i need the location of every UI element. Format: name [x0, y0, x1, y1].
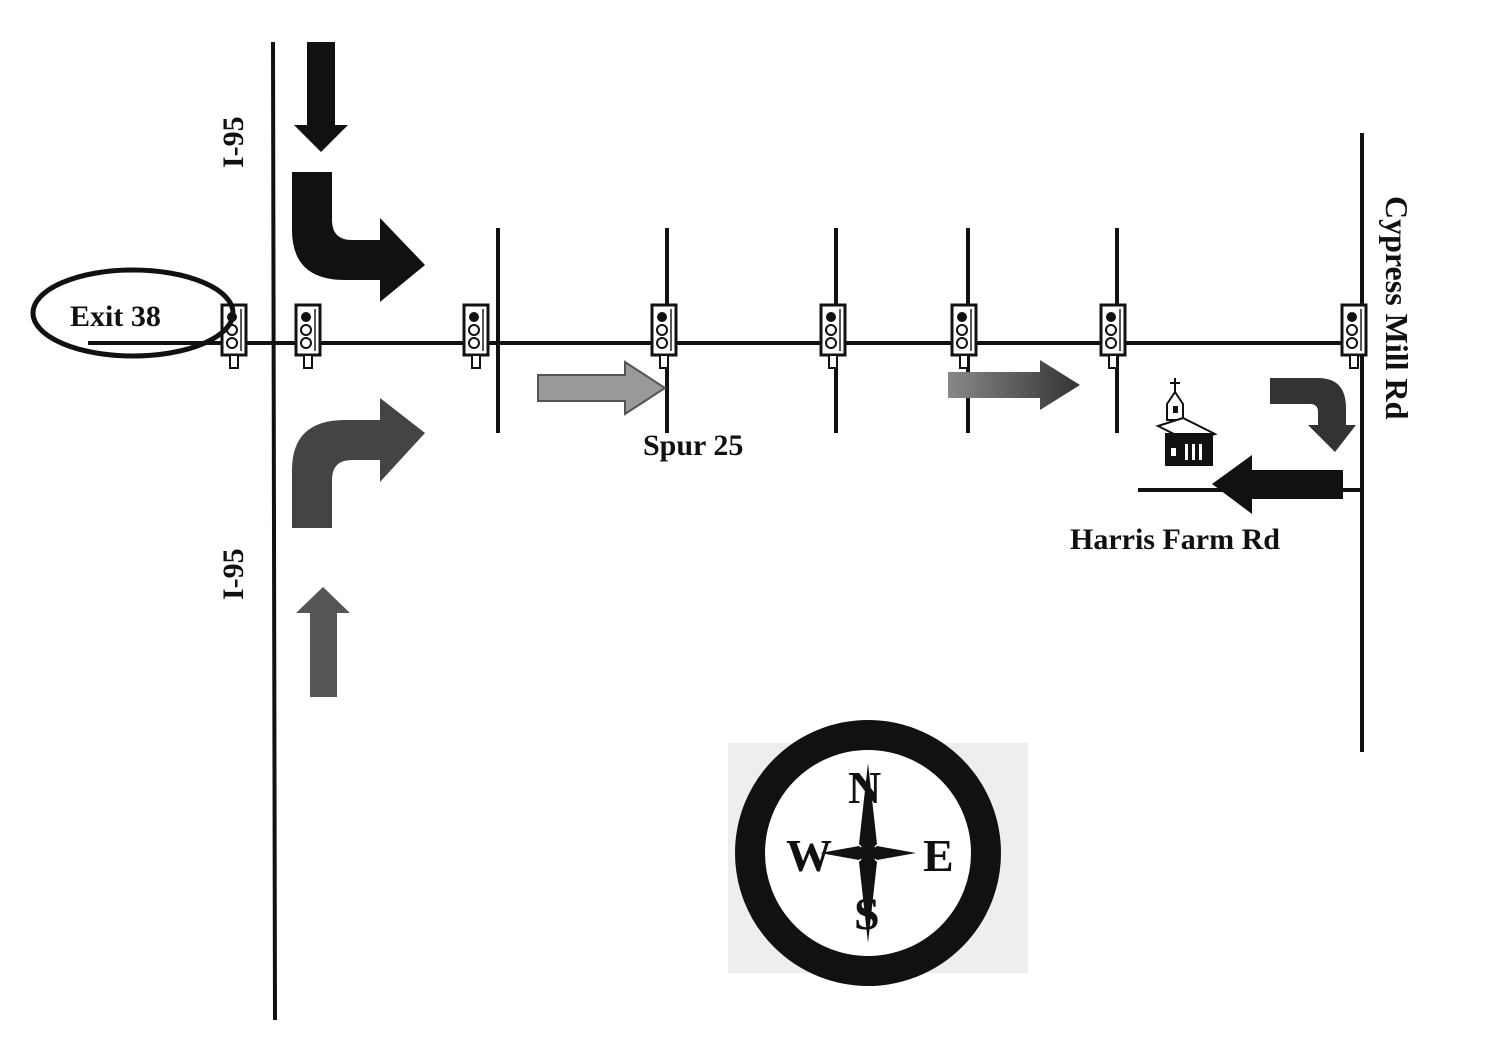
- exit-highlight-ellipse: [30, 267, 236, 359]
- traffic-light-icon: [1099, 303, 1127, 370]
- compass-north: N: [848, 762, 881, 813]
- spur-label: Spur 25: [643, 429, 743, 462]
- traffic-light-icon: [462, 303, 490, 370]
- turn-south-arrow-icon: [1270, 378, 1356, 452]
- traffic-light-icon: [650, 303, 678, 370]
- turn-right-from-south-arrow-icon: [292, 398, 425, 528]
- i95-south-label: I-95: [217, 548, 250, 600]
- compass-south: S: [854, 888, 880, 939]
- south-arrow-icon: [294, 42, 348, 152]
- traffic-light-icon: [819, 303, 847, 370]
- traffic-light-icon: [950, 303, 978, 370]
- turn-right-arrow-icon: [292, 172, 425, 302]
- cypress-mill-road-label: Cypress Mill Rd: [1379, 196, 1415, 420]
- west-arrow-icon: [1212, 455, 1343, 514]
- i95-road: [271, 41, 277, 1021]
- north-arrow-icon: [296, 587, 350, 697]
- church-icon: [1155, 378, 1218, 466]
- traffic-light-icon: [294, 303, 322, 370]
- i95-north-label: I-95: [217, 116, 250, 168]
- compass-east: E: [923, 830, 954, 881]
- compass-west: W: [786, 830, 832, 881]
- compass-rose-icon: N S E W: [728, 720, 1028, 986]
- east-arrow-icon: [537, 360, 667, 416]
- east-arrow-icon: [948, 360, 1080, 410]
- exit-label: Exit 38: [70, 300, 161, 333]
- harris-farm-road-label: Harris Farm Rd: [1070, 523, 1280, 556]
